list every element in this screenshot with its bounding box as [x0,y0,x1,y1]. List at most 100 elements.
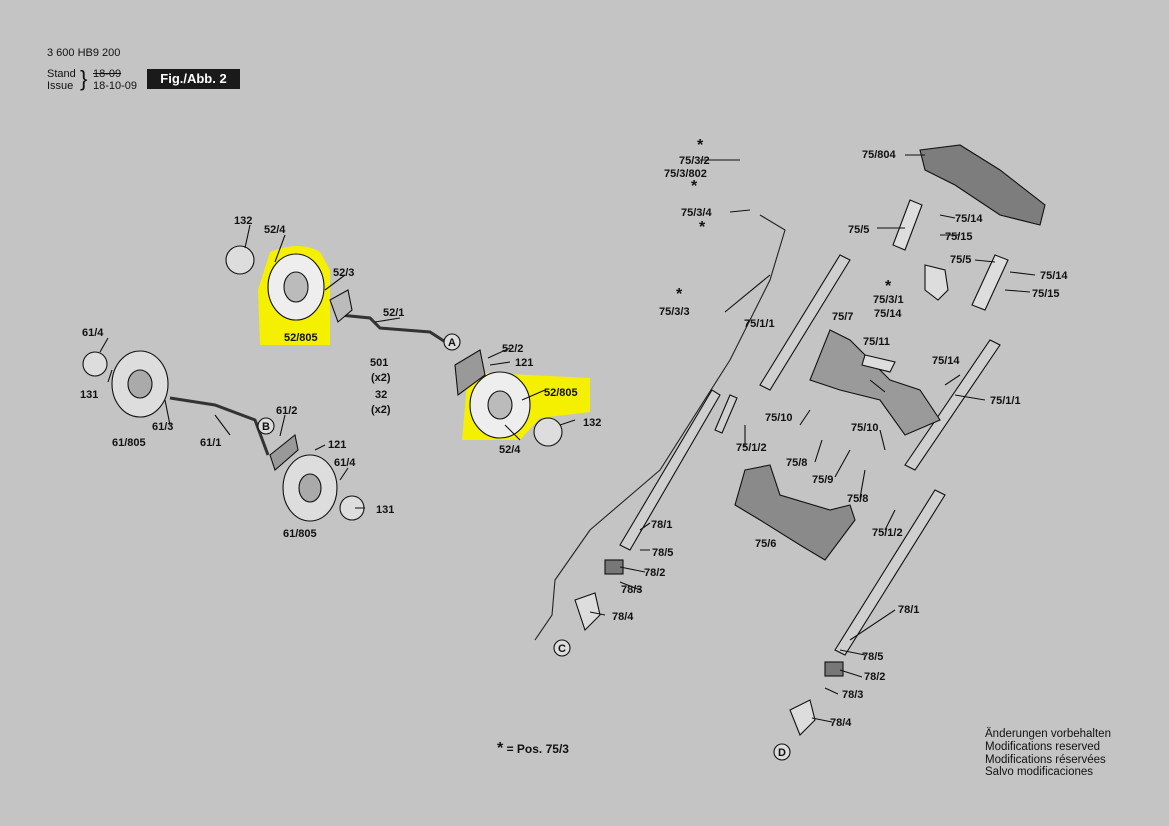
label-75-15-b: 75/15 [1032,288,1060,300]
label-75-3-802: 75/3/802 [664,168,707,180]
label-52-3: 52/3 [333,267,354,279]
label-75-6: 75/6 [755,538,776,550]
label-b: B [262,421,270,433]
label-121-bottom: 121 [328,439,346,451]
axle-61-1 [169,396,270,456]
label-75-5-a: 75/5 [848,224,869,236]
label-75-8-b: 75/8 [847,493,868,505]
label-78-3-right: 78/3 [842,689,863,701]
label-61-2: 61/2 [276,405,297,417]
label-52-4-top: 52/4 [264,224,286,236]
label-a: A [448,337,456,349]
cap-132-top [225,245,255,275]
label-78-2-right: 78/2 [864,671,885,683]
label-131-bottom: 131 [376,504,394,516]
label-501: 501 [370,357,388,369]
note-fr: Modifications réservées [985,753,1106,766]
label-75-3-3: 75/3/3 [659,306,690,318]
cable-75-3-3 [534,214,786,641]
clip-78-2-right [824,661,844,677]
marker-c-circle [553,639,571,657]
label-78-1-left: 78/1 [651,519,672,531]
tube-78-1-right [834,489,946,656]
cap-132-bottom [533,417,563,447]
note-de: Änderungen vorbehalten [985,728,1111,740]
svg-text:*: * [697,137,704,154]
bracket-52-3 [329,289,353,323]
label-c: C [558,643,566,655]
grip-75-5-a [892,199,923,251]
label-78-4-right: 78/4 [830,717,852,729]
note-en: Modifications reserved [985,740,1101,753]
label-75-14-b: 75/14 [1040,270,1068,282]
grip-75-5-b [971,254,1009,311]
label-78-5-right: 78/5 [862,651,883,663]
label-61-1: 61/1 [200,437,221,449]
label-52-805-right: 52/805 [544,387,578,399]
label-75-7: 75/7 [832,311,853,323]
tube-75-1-1-right [904,339,1001,471]
svg-text:*: * [676,286,683,303]
legend-text: = Pos. 75/3 [506,742,569,756]
label-52-1: 52/1 [383,307,404,319]
label-78-1-right: 78/1 [898,604,919,616]
label-75-11: 75/11 [863,336,890,348]
label-75-9: 75/9 [812,474,833,486]
figure-label: Fig./Abb. 2 [147,69,240,89]
insert-75-11 [861,354,896,373]
handle-75-804 [919,144,1046,226]
asterisk-icon: * [497,740,504,757]
label-75-3-4: 75/3/4 [681,207,712,219]
stand-date: 18-09 [93,68,122,80]
issue-date: 18-10-09 [93,80,138,92]
note-es: Salvo modificaciones [985,766,1094,779]
modifications-note: Änderungen vorbehalten Modifications res… [985,728,1111,779]
tube-75-1-2-left [714,394,738,434]
label-78-4-left: 78/4 [612,611,634,623]
cap-131-top [82,351,108,377]
label-75-5-b: 75/5 [950,254,971,266]
document-number: 3 600 HB9 200 [47,47,121,59]
marker-d-circle [773,743,791,761]
label-75-3-2: 75/3/2 [679,155,710,167]
label-61-3: 61/3 [152,421,173,433]
label-75-14-c: 75/14 [874,308,902,320]
connector-78-4-left [574,592,601,632]
label-75-8-a: 75/8 [786,457,807,469]
label-78-5-left: 78/5 [652,547,673,559]
frame-75-6 [734,464,856,561]
bracket-61-2 [269,434,299,471]
tube-75-1-1-left [759,254,851,391]
label-61-805-top: 61/805 [112,437,146,449]
marker-b-circle [257,417,275,435]
label-x2-b: (x2) [371,404,391,416]
label-132-top: 132 [234,215,252,227]
label-75-1-2-left: 75/1/2 [736,442,767,454]
clip-78-2-left [604,559,624,575]
asterisk-legend: * = Pos. 75/3 [497,740,569,758]
connector-78-4-right [789,699,816,736]
label-75-804: 75/804 [862,149,897,161]
label-131-top: 131 [80,389,98,401]
label-75-15-a: 75/15 [945,231,973,243]
stand-label: Stand [47,68,76,80]
label-75-3-1: 75/3/1 [873,294,904,306]
label-52-805-left: 52/805 [284,332,318,344]
label-75-1-2-right: 75/1/2 [872,527,903,539]
tube-78-1-left [619,389,721,551]
svg-text:*: * [691,178,698,195]
label-x2-a: (x2) [371,372,391,384]
label-52-2: 52/2 [502,343,523,355]
label-75-14-d: 75/14 [932,355,960,367]
label-61-4-bottom: 61/4 [334,457,356,469]
marker-a-circle [443,333,461,351]
label-75-1-1-left: 75/1/1 [744,318,775,330]
label-121-top: 121 [515,357,533,369]
label-75-1-1-right: 75/1/1 [990,395,1021,407]
label-52-4-bottom: 52/4 [499,444,521,456]
label-132-bottom: 132 [583,417,601,429]
label-75-10-a: 75/10 [765,412,793,424]
cap-75-3-1 [924,264,949,301]
label-61-4-top: 61/4 [82,327,104,339]
